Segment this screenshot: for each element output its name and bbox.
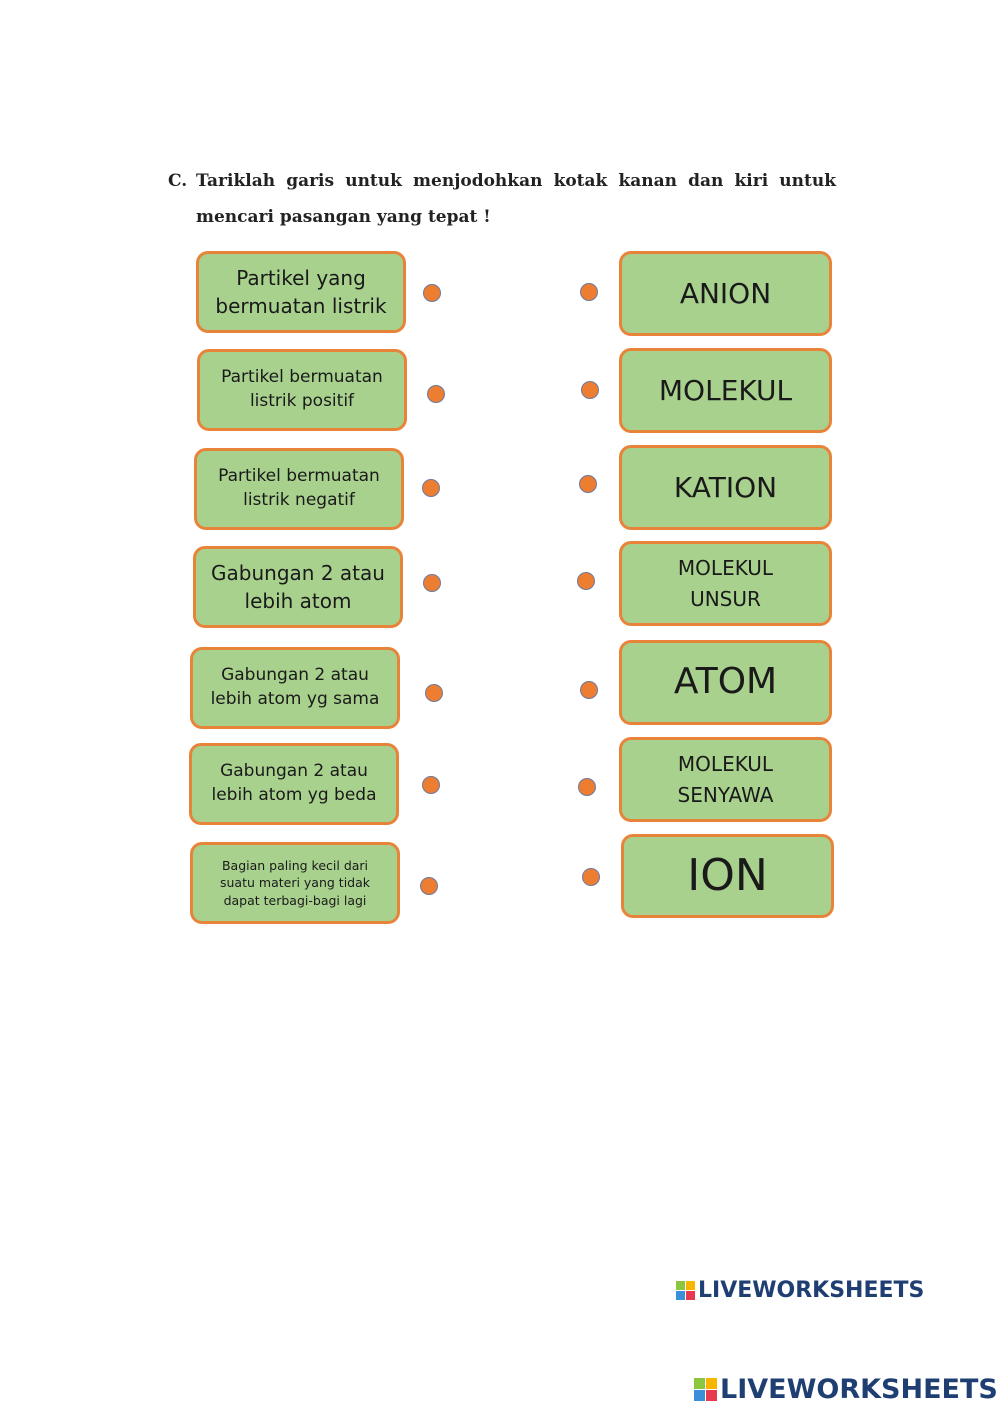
left-box-label: Partikel bermuatan listrik positif: [221, 367, 383, 411]
left-box-2[interactable]: Partikel bermuatan listrik positif: [197, 349, 407, 431]
left-box-label: Partikel bermuatan listrik negatif: [218, 466, 380, 510]
right-dot-1[interactable]: [580, 283, 598, 301]
left-dot-7[interactable]: [420, 877, 438, 895]
left-box-label: Gabungan 2 atau lebih atom yg beda: [211, 761, 377, 805]
instruction-number: C.: [168, 171, 188, 191]
liveworksheets-logo-footer: LIVEWORKSHEETS: [694, 1374, 998, 1405]
right-dot-5[interactable]: [580, 681, 598, 699]
instruction-text: Tariklah garis untuk menjodohkan kotak k…: [196, 171, 836, 227]
left-box-3[interactable]: Partikel bermuatan listrik negatif: [194, 448, 404, 530]
right-box-1[interactable]: ANION: [619, 251, 832, 336]
left-dot-2[interactable]: [427, 385, 445, 403]
left-dot-5[interactable]: [425, 684, 443, 702]
right-box-label: ANION: [679, 276, 772, 310]
right-dot-7[interactable]: [582, 868, 600, 886]
right-dot-6[interactable]: [578, 778, 596, 796]
right-box-label: MOLEKUL SENYAWA: [677, 751, 774, 807]
left-dot-6[interactable]: [422, 776, 440, 794]
right-box-label: KATION: [673, 470, 778, 504]
right-box-2[interactable]: MOLEKUL: [619, 348, 832, 433]
right-box-4[interactable]: MOLEKUL UNSUR: [619, 541, 832, 626]
left-box-label: Gabungan 2 atau lebih atom yg sama: [210, 665, 380, 709]
left-box-7[interactable]: Bagian paling kecil dari suatu materi ya…: [190, 842, 400, 924]
left-dot-3[interactable]: [422, 479, 440, 497]
right-box-label: ATOM: [673, 661, 778, 703]
right-box-7[interactable]: ION: [621, 834, 834, 918]
right-box-5[interactable]: ATOM: [619, 640, 832, 725]
left-dot-1[interactable]: [423, 284, 441, 302]
left-box-label: Bagian paling kecil dari suatu materi ya…: [220, 857, 370, 908]
left-box-label: Gabungan 2 atau lebih atom: [211, 561, 385, 613]
left-box-5[interactable]: Gabungan 2 atau lebih atom yg sama: [190, 647, 400, 729]
live-blocks-icon: [694, 1378, 717, 1401]
left-dot-4[interactable]: [423, 574, 441, 592]
live-blocks-icon: [676, 1281, 695, 1300]
left-box-4[interactable]: Gabungan 2 atau lebih atom: [193, 546, 403, 628]
right-dot-4[interactable]: [577, 572, 595, 590]
right-dot-3[interactable]: [579, 475, 597, 493]
left-box-label: Partikel yang bermuatan listrik: [215, 266, 387, 318]
instruction: C. Tariklah garis untuk menjodohkan kota…: [168, 163, 836, 235]
logo-text: LIVEWORKSHEETS: [698, 1278, 925, 1303]
right-dot-2[interactable]: [581, 381, 599, 399]
right-box-label: ION: [687, 850, 768, 902]
left-box-6[interactable]: Gabungan 2 atau lebih atom yg beda: [189, 743, 399, 825]
right-box-6[interactable]: MOLEKUL SENYAWA: [619, 737, 832, 822]
liveworksheets-logo: LIVEWORKSHEETS: [676, 1278, 924, 1303]
right-box-label: MOLEKUL UNSUR: [677, 555, 774, 611]
logo-text: LIVEWORKSHEETS: [720, 1374, 998, 1405]
right-box-label: MOLEKUL: [658, 373, 793, 407]
left-box-1[interactable]: Partikel yang bermuatan listrik: [196, 251, 406, 333]
right-box-3[interactable]: KATION: [619, 445, 832, 530]
